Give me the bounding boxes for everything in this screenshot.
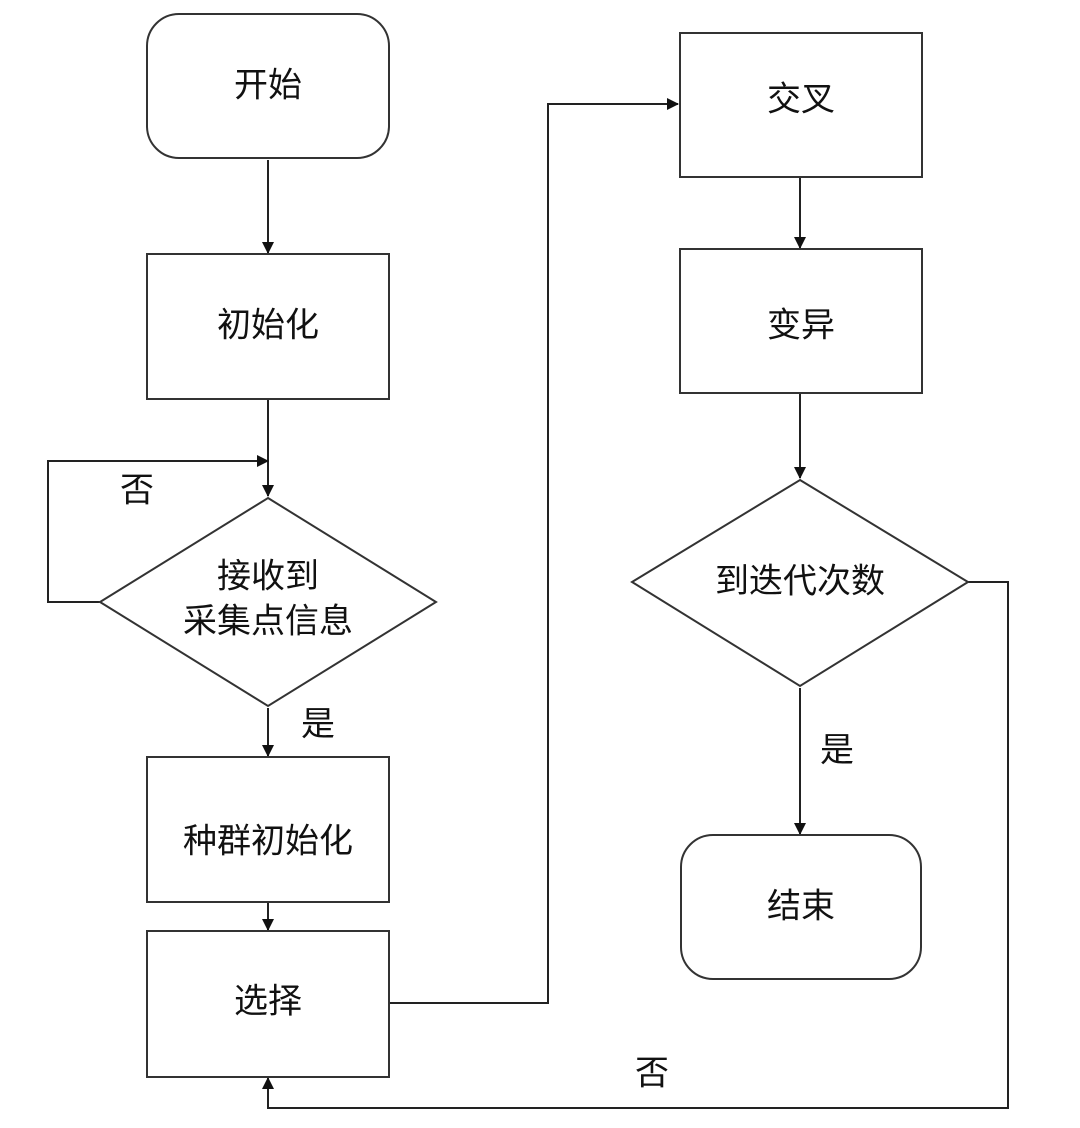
node-select: 选择 [146, 930, 390, 1078]
receive-label-line2: 采集点信息 [183, 602, 353, 642]
init-process-shape [146, 253, 390, 400]
node-start: 开始 [146, 13, 390, 159]
iter-label: 到迭代次数 [715, 562, 885, 602]
node-iter-decision: 到迭代次数 [630, 478, 970, 688]
iter-decision-shape [630, 478, 970, 688]
edge-select-to-crossover [390, 98, 679, 1004]
crossover-process-shape [679, 32, 923, 178]
end-label: 结束 [767, 887, 835, 927]
edge-label-iter-yes: 是 [820, 731, 854, 771]
node-crossover: 交叉 [679, 32, 923, 178]
init-label: 初始化 [217, 306, 319, 346]
mutation-process-shape [679, 248, 923, 394]
receive-label-line1: 接收到 [217, 557, 319, 597]
mutation-label: 变异 [767, 306, 835, 346]
receive-decision-shape [98, 496, 438, 708]
start-terminal-shape [146, 13, 390, 159]
crossover-label: 交叉 [767, 80, 835, 120]
edge-receive-no-loop [47, 455, 269, 603]
edge-label-iter-no: 否 [635, 1054, 669, 1094]
node-receive-decision: 接收到 采集点信息 [98, 496, 438, 708]
pop-init-process-shape [146, 756, 390, 903]
edges [47, 98, 1009, 1109]
node-init: 初始化 [146, 253, 390, 400]
node-mutation: 变异 [679, 248, 923, 394]
edge-iter-no-to-select [262, 581, 1009, 1109]
start-label: 开始 [234, 66, 302, 106]
end-terminal-shape [680, 834, 922, 980]
edge-label-receive-yes: 是 [301, 705, 335, 745]
select-process-shape [146, 930, 390, 1078]
node-pop-init: 种群初始化 [146, 756, 390, 903]
select-label: 选择 [234, 982, 302, 1022]
pop-init-label: 种群初始化 [183, 822, 353, 862]
edge-label-receive-no: 否 [120, 471, 154, 511]
node-end: 结束 [680, 834, 922, 980]
